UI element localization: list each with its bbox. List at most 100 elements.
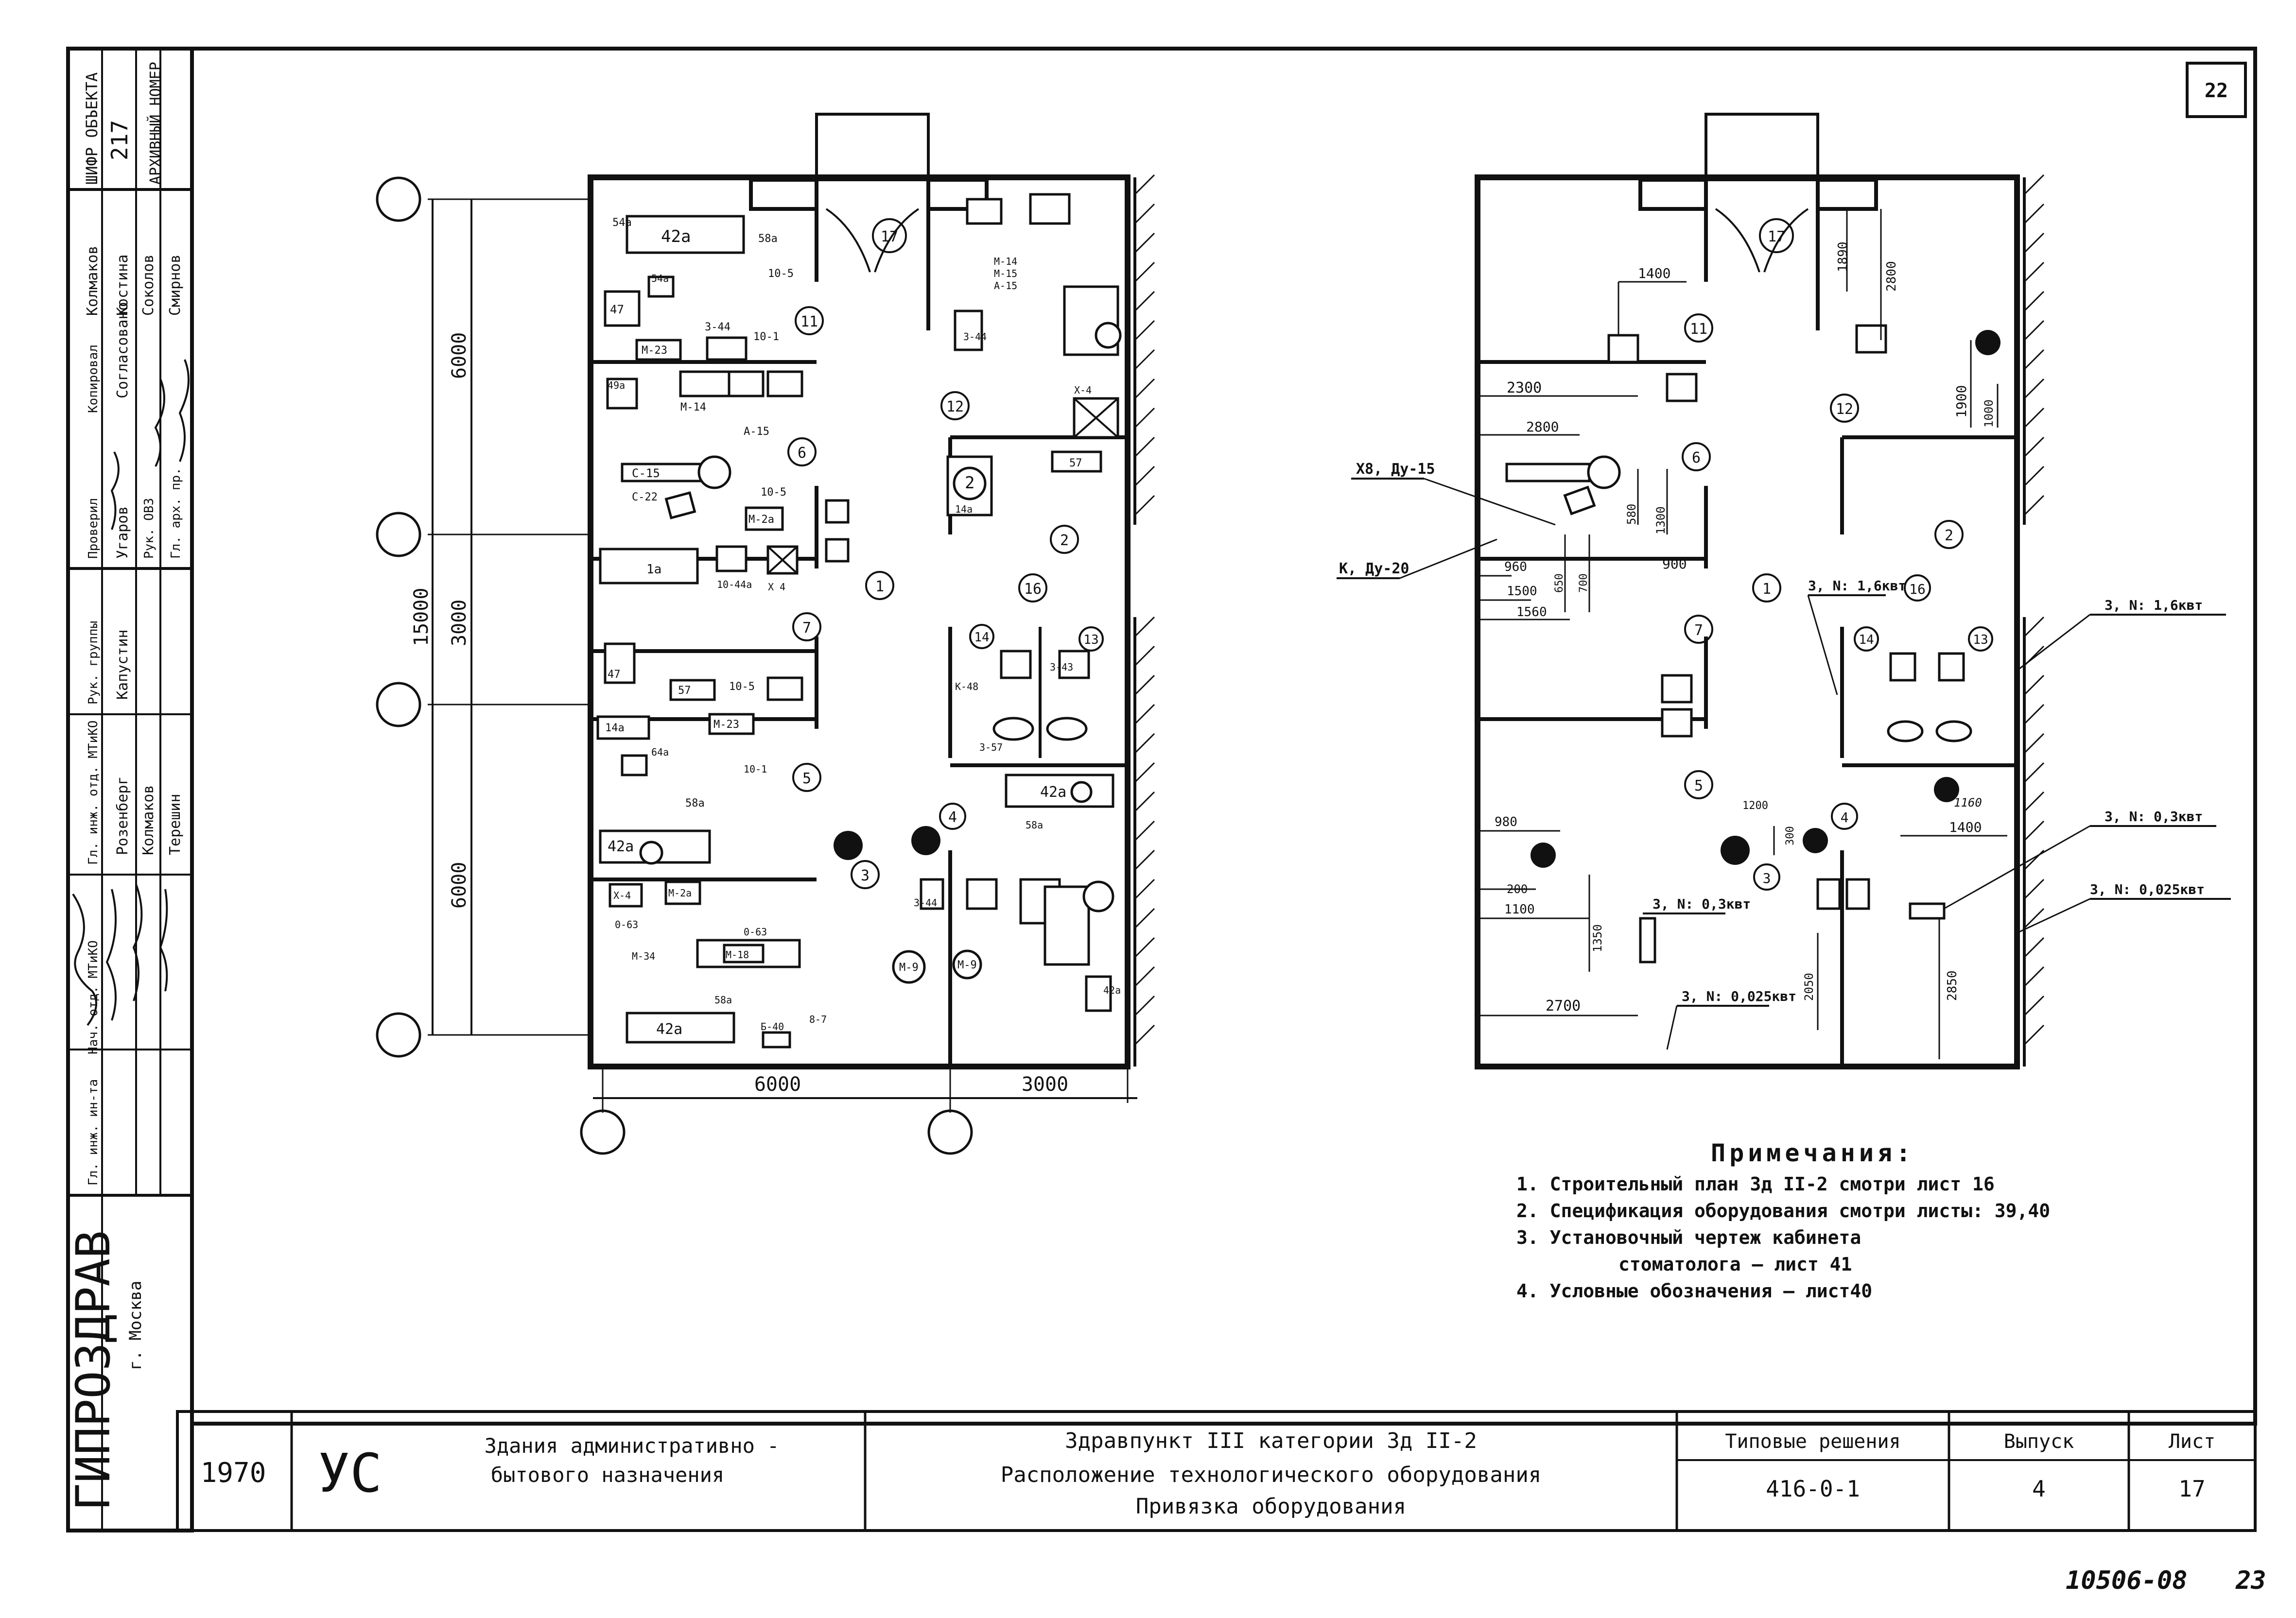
utility-callouts: Х8, Ду-15 К, Ду-20 3, N: 1,6квт 3, N: 1,… xyxy=(1337,461,2231,1050)
equipment-label: 64а xyxy=(651,746,669,758)
equipment-label: 8-7 xyxy=(809,1014,827,1025)
equipment-label: 54а xyxy=(651,273,669,284)
issue-number: 4 xyxy=(2032,1476,2046,1502)
equipment-label: 58а xyxy=(685,797,705,809)
room-number: 4 xyxy=(1841,809,1849,826)
dim-label: 2300 xyxy=(1507,379,1542,396)
dim-label: 2800 xyxy=(1526,419,1559,435)
axis-bubble xyxy=(376,682,421,727)
equipment-label: 58а xyxy=(1026,819,1043,831)
dim-vertical-outer: 15000 xyxy=(410,588,433,646)
callout-label: 3, N: 1,6квт xyxy=(2105,597,2203,613)
equipment-label: М-18 xyxy=(726,949,749,961)
equipment-label: 3-57 xyxy=(979,741,1003,753)
notes-block: Примечания: 1. Строительный план Зд II-2… xyxy=(1516,1139,2050,1302)
axis-bubble xyxy=(580,1109,626,1155)
equipment-label: Б-40 xyxy=(761,1021,784,1033)
building-outline xyxy=(1475,174,2020,1069)
equipment-label: М-9 xyxy=(899,962,919,974)
equipment-label: М-2а xyxy=(748,514,774,526)
dim-vertical-2: 3000 xyxy=(448,600,470,646)
equipment-label: 3-44 xyxy=(914,897,937,909)
dim-label: 1900 xyxy=(1953,385,1969,418)
equipment-items: 42а 58а 54а 10-5 47 54а М-23 3-44 10-1 4… xyxy=(596,193,1122,1049)
stamp-signature-role-3: Рук. ОВЗ xyxy=(142,498,157,559)
title-block: 1970 УС Здания административно - бытовог… xyxy=(176,1410,2257,1532)
stamp-name-0: Розенберг xyxy=(114,776,131,855)
standard-label: Типовые решения xyxy=(1725,1430,1900,1453)
dim-label: 1500 xyxy=(1507,584,1537,599)
room-number: 1 xyxy=(1762,581,1771,598)
vestibule xyxy=(1705,113,1819,181)
dim-label: 2700 xyxy=(1546,998,1581,1015)
equipment-box xyxy=(604,290,641,327)
sheet-label: Лист xyxy=(2169,1430,2215,1453)
dim-label: 650 xyxy=(1553,573,1565,593)
equipment-label: 0-63 xyxy=(744,926,767,938)
equipment-label: 14а xyxy=(605,722,625,734)
object-code: 217 xyxy=(106,120,133,160)
room-number: 3 xyxy=(1763,870,1771,886)
equipment-label: 3-44 xyxy=(705,321,731,333)
stamp-signature-name-3: Соколов xyxy=(140,255,157,316)
room-number: 16 xyxy=(1024,581,1042,598)
room-numbers: 11 17 12 6 2 1 16 7 14 13 5 4 3 xyxy=(1682,218,1993,891)
dim-label: 1160 xyxy=(1954,796,1982,809)
equipment-label: М-14 xyxy=(680,401,706,413)
room-number: 7 xyxy=(802,620,811,637)
right-floor-plan: 1400 1890 2800 2300 1900 1000 2800 580 1… xyxy=(1337,113,2231,1069)
stamp-signature-role-4: Гл. арх. пр. xyxy=(169,467,183,559)
equipment-label: 3-44 xyxy=(963,331,987,343)
dim-label: 1400 xyxy=(1949,819,1982,835)
left-stamp: ШИФР ОБЪЕКТА 217 АРХИВНЫЙ НОМЕР Гл. инж.… xyxy=(66,47,194,1532)
room-number: 14 xyxy=(974,630,989,645)
exterior-wall-hatch xyxy=(1133,174,1155,1067)
dim-label: 1300 xyxy=(1654,506,1668,534)
stamp-signature-name-4: Смирнов xyxy=(167,255,184,316)
note-4: 4. Условные обозначения — лист40 xyxy=(1516,1280,1872,1302)
equipment-label: 10-5 xyxy=(729,681,755,693)
archive-label: АРХИВНЫЙ НОМЕР xyxy=(147,62,164,185)
organization-name: ГИПРОЗДРАВ xyxy=(66,1230,121,1511)
callout-label: 3, N: 0,3квт xyxy=(2105,809,2203,825)
object-code-label: ШИФР ОБЪЕКТА xyxy=(83,72,101,185)
equipment-label: 10-1 xyxy=(744,763,767,775)
building-outline xyxy=(588,174,1131,1069)
equipment-label: 42а xyxy=(608,838,634,855)
dim-horizontal-2: 3000 xyxy=(1022,1073,1068,1096)
room-number: 13 xyxy=(1083,633,1098,647)
axis-bubble xyxy=(376,512,421,557)
equipment-label: 57 xyxy=(1069,457,1082,469)
equipment-label: 47 xyxy=(610,303,624,316)
room-number: 17 xyxy=(1768,228,1785,245)
title-line-1: Здравпункт III категории Зд II-2 xyxy=(1065,1429,1477,1453)
callout-label: 3, N: 0,025квт xyxy=(1682,988,1796,1004)
room-number: 1 xyxy=(875,578,884,595)
note-1: 1. Строительный план Зд II-2 смотри лист… xyxy=(1516,1173,1995,1195)
room-number: 3 xyxy=(861,867,870,884)
dim-label: 1350 xyxy=(1591,924,1604,952)
equipment-label: С-22 xyxy=(632,491,658,503)
room-number: 11 xyxy=(800,313,818,330)
dim-label: 1560 xyxy=(1516,605,1547,620)
equipment-label: 10-5 xyxy=(768,268,794,280)
stamp-signature-role-0: Проверил xyxy=(86,498,101,559)
room-number: 4 xyxy=(948,809,957,826)
equipment-label: М-23 xyxy=(642,344,667,357)
dim-label: 200 xyxy=(1507,882,1528,896)
room-number: 2 xyxy=(1945,527,1953,544)
equipment-label: 49а xyxy=(608,379,625,391)
exterior-wall-hatch xyxy=(2023,174,2045,1067)
dim-label: 2800 xyxy=(1884,261,1899,292)
notes-heading: Примечания: xyxy=(1711,1139,1914,1167)
room-number: 5 xyxy=(802,770,811,787)
page-number: 23 xyxy=(2235,1566,2266,1595)
equipment-label: 10-44а xyxy=(717,579,752,590)
equipment-label: 10-1 xyxy=(753,331,779,343)
sheet-number: 22 xyxy=(2205,80,2228,102)
room-number: 12 xyxy=(1836,401,1853,418)
equipment-label: М-34 xyxy=(632,950,655,962)
dim-label: 2850 xyxy=(1945,970,1960,1001)
stamp-name-1: Капустин xyxy=(114,630,131,700)
